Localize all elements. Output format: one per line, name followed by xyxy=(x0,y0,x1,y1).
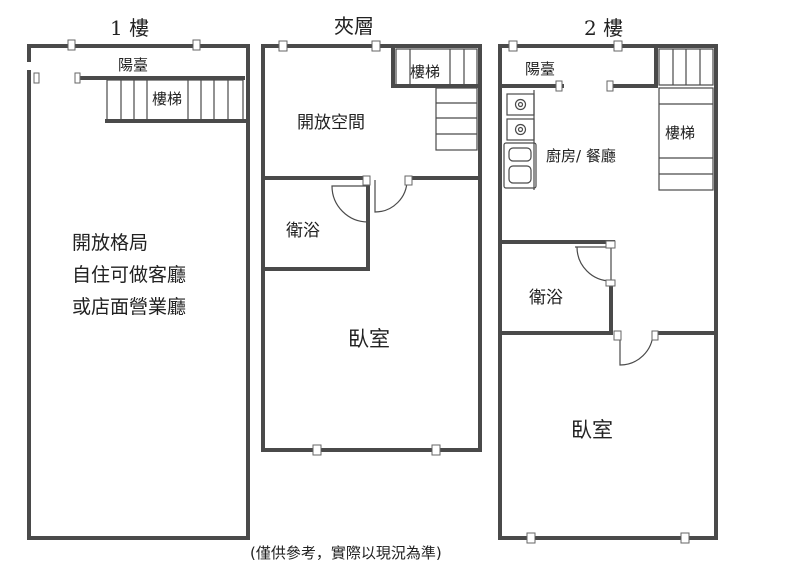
floor-2-kitchen-label: 廚房/ 餐廳 xyxy=(546,147,616,165)
floor-1-balcony-label: 陽臺 xyxy=(118,56,149,74)
mezzanine-windows xyxy=(278,40,441,456)
floor-2-windows xyxy=(508,40,690,544)
floor-2-doors xyxy=(575,240,659,366)
floor-2-stairs xyxy=(658,48,714,191)
mezzanine-bath-label: 衛浴 xyxy=(286,221,320,241)
floor-2-bath-label: 衛浴 xyxy=(529,288,563,308)
floor-2-kitchen-fixtures xyxy=(503,90,537,190)
mezzanine-title: 夾層 xyxy=(334,14,374,38)
floor-1-main-line-2: 自住可做客廳 xyxy=(72,264,187,286)
mezzanine-stairs xyxy=(395,48,478,151)
mezzanine-open-space-label: 開放空間 xyxy=(297,113,365,133)
mezzanine-bedroom-label: 臥室 xyxy=(348,327,390,351)
mezzanine-stairs-label: 樓梯 xyxy=(410,63,441,81)
floor-2-bedroom-label: 臥室 xyxy=(571,418,613,442)
floor-2-balcony-label: 陽臺 xyxy=(525,60,556,78)
floor-1-stairs xyxy=(106,79,244,122)
floor-1-windows xyxy=(33,39,201,84)
floor-1-stairs-label: 樓梯 xyxy=(152,90,183,108)
disclaimer-note: (僅供參考，實際以現況為準) xyxy=(250,544,442,562)
floor-1-main-line-3: 或店面營業廳 xyxy=(72,296,187,318)
mezzanine-doors xyxy=(331,175,413,223)
floor-2-walls xyxy=(498,44,718,540)
floor-1-main-description: 開放格局 自住可做客廳 或店面營業廳 xyxy=(72,227,186,323)
floor-2-title: 2 樓 xyxy=(584,16,624,40)
floor-2-stairs-label: 樓梯 xyxy=(665,124,696,142)
floor-1-main-line-1: 開放格局 xyxy=(72,232,149,254)
mezzanine-walls xyxy=(261,44,482,452)
floor-1-title: 1 樓 xyxy=(110,16,150,40)
